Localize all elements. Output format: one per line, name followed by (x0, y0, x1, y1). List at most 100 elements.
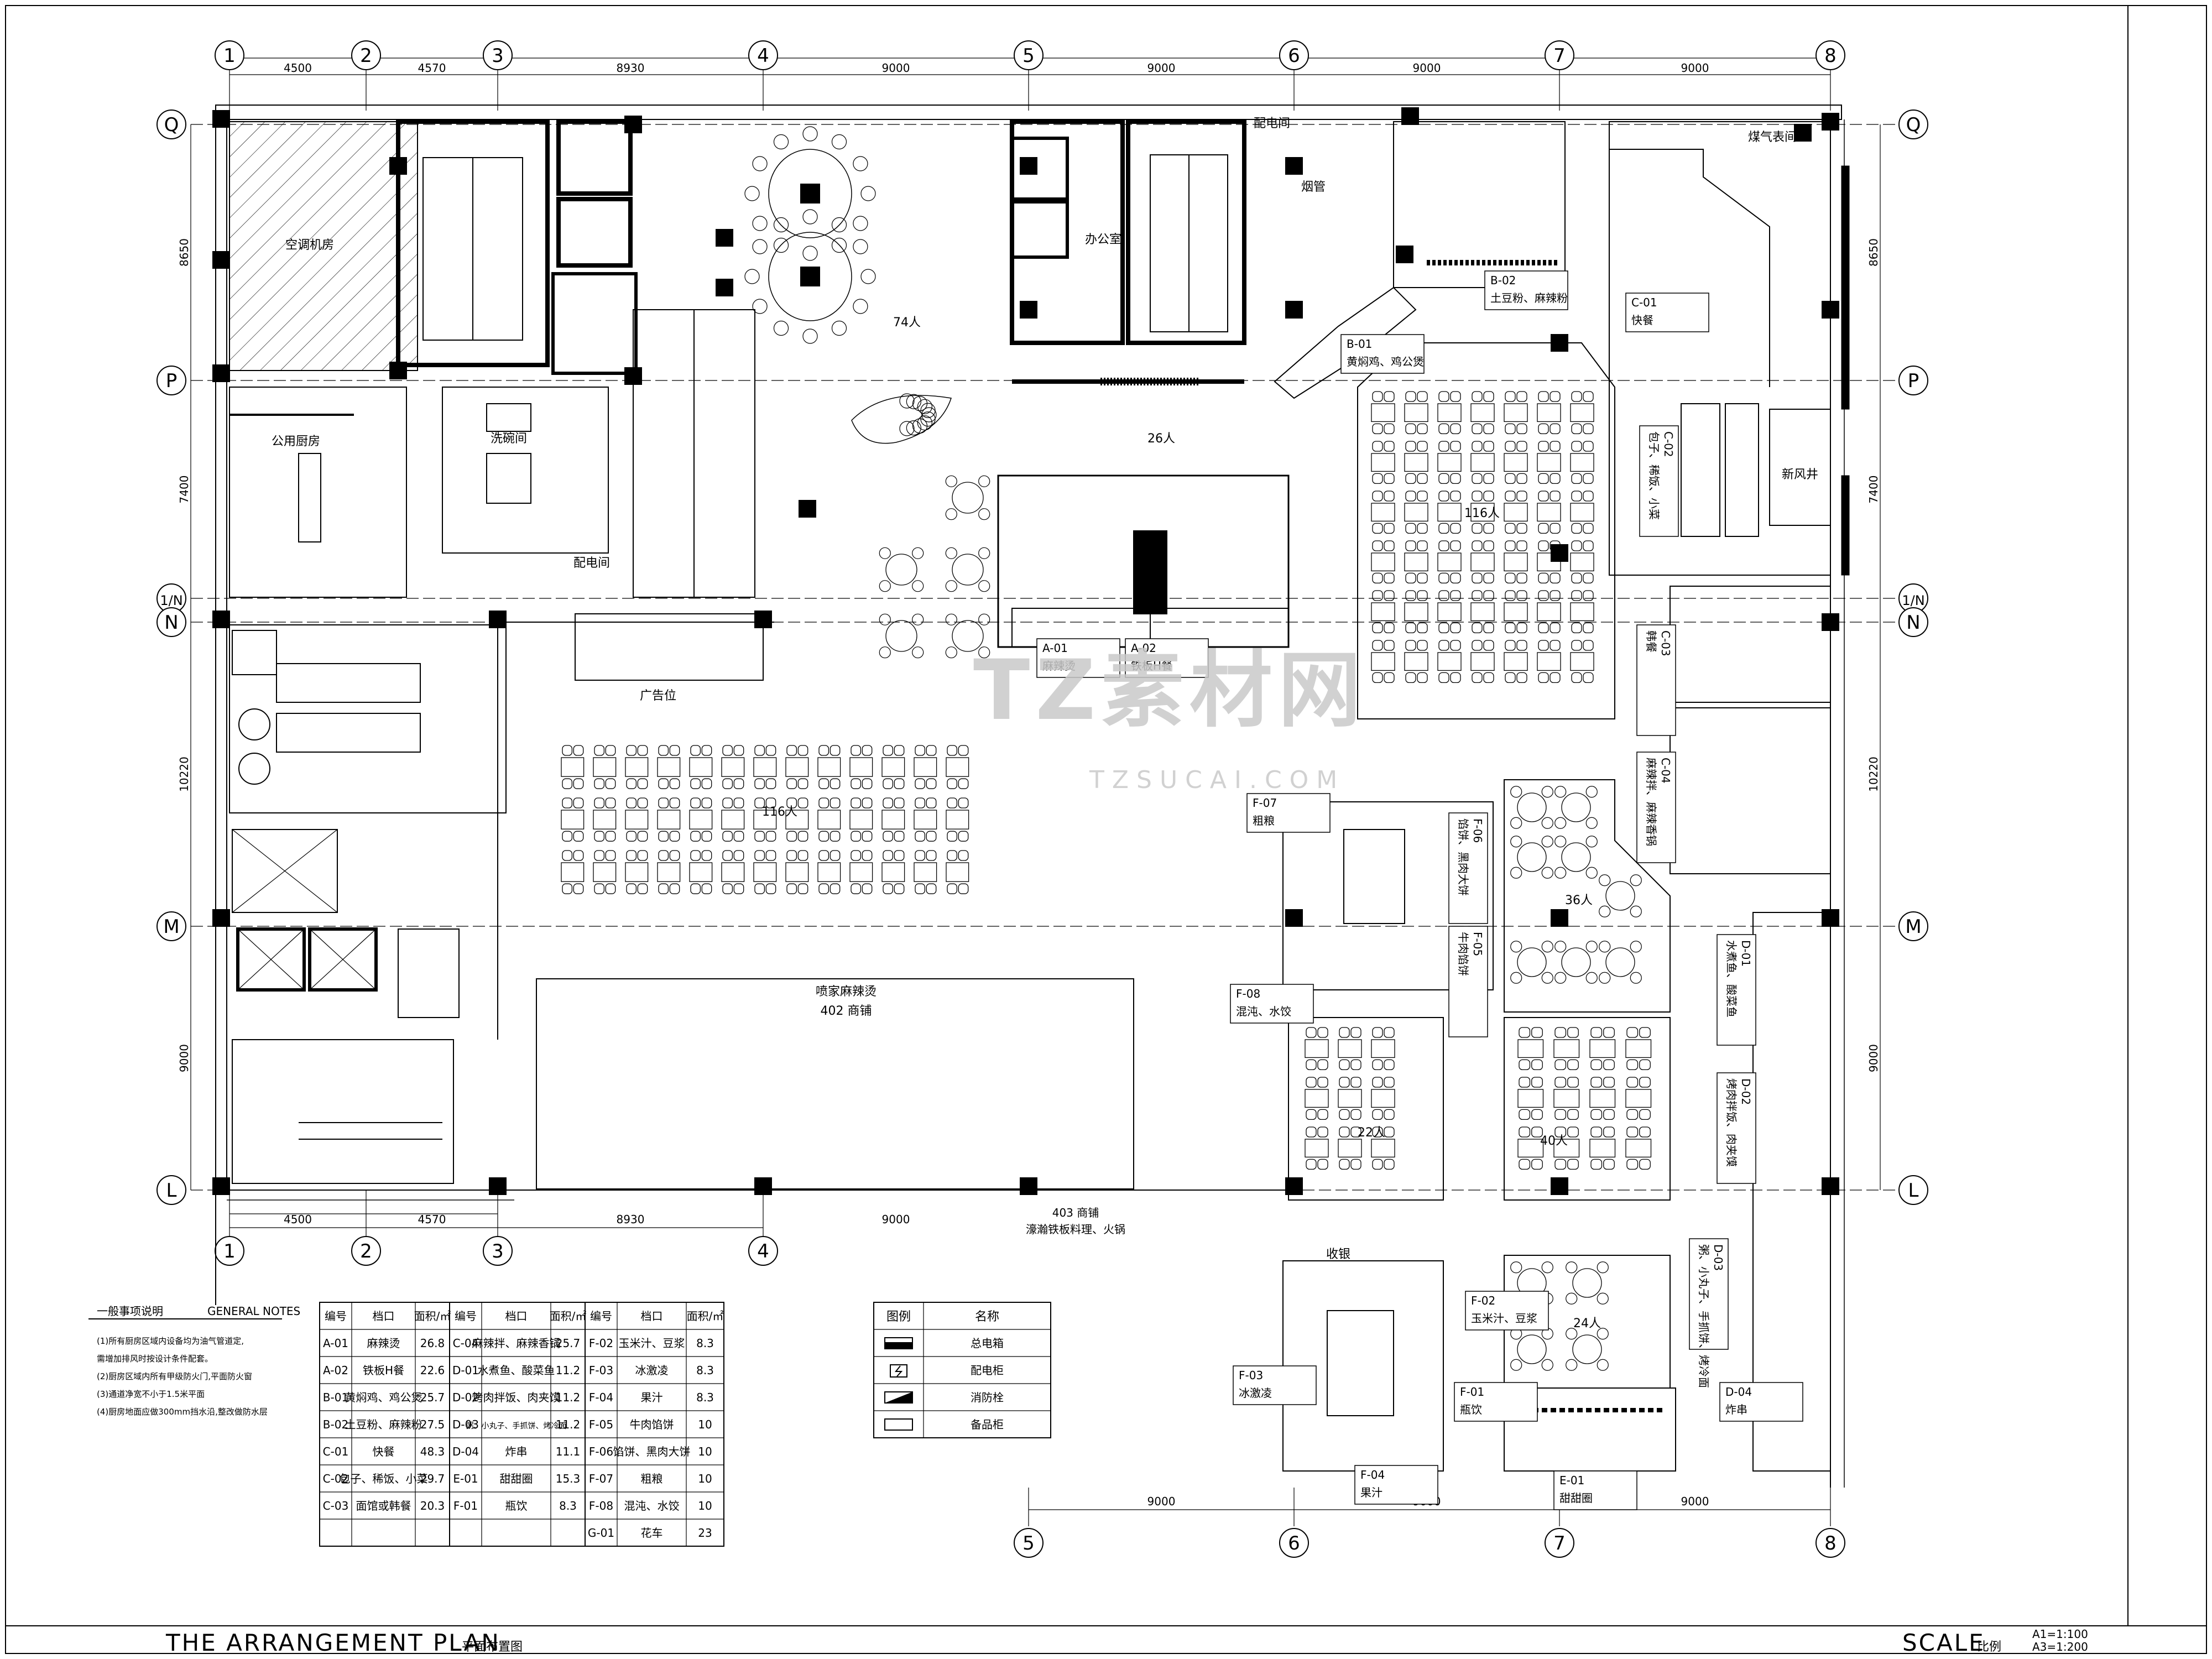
chair (1531, 1159, 1543, 1170)
table (1470, 453, 1495, 472)
chair (1384, 540, 1395, 551)
chair (1550, 572, 1561, 584)
round-chair (1630, 941, 1642, 953)
seat-count-40: 40人 (1540, 1134, 1568, 1148)
table-cell: 25.7 (420, 1391, 445, 1404)
stall-tag-name: 混沌、水饺 (1236, 1005, 1291, 1018)
axis-label-right: P (1908, 370, 1919, 392)
table (1504, 652, 1528, 671)
bar-chair (899, 421, 915, 436)
chair (1505, 391, 1516, 402)
axis-bubble-top (1279, 40, 1309, 70)
stall-tag-box (1625, 293, 1709, 332)
chair (1538, 473, 1549, 484)
chair (1519, 1027, 1531, 1038)
chair (958, 850, 969, 861)
chair (915, 850, 926, 861)
chair (1317, 1059, 1328, 1071)
table (1371, 552, 1395, 572)
chair (765, 778, 776, 789)
column (1285, 157, 1303, 175)
chair (594, 883, 605, 894)
chair (637, 745, 648, 756)
table (689, 810, 713, 830)
round-table (1605, 947, 1635, 977)
chair (733, 883, 744, 894)
table (1437, 403, 1462, 422)
chair (1450, 423, 1461, 435)
round-chair (945, 508, 957, 520)
chair (786, 778, 797, 789)
oval-table (768, 149, 852, 238)
table (1404, 453, 1428, 472)
table-cell: 果汁 (641, 1391, 663, 1404)
table-cell: 包子、稀饭、小菜 (340, 1472, 428, 1485)
stall-tag-code: F-07 (1253, 796, 1277, 810)
chair (786, 745, 797, 756)
stall-tag-code: D-02 (1739, 1078, 1752, 1105)
chair (915, 831, 926, 842)
chair (1483, 473, 1494, 484)
chair (883, 778, 894, 789)
table (946, 757, 969, 777)
chair (658, 831, 669, 842)
oval-chair (853, 299, 868, 314)
chair (1567, 1059, 1579, 1071)
chair (573, 883, 584, 894)
table (817, 862, 841, 882)
round-chair (945, 547, 957, 559)
oval-chair (831, 320, 847, 336)
chair (1505, 672, 1516, 684)
chair (1554, 1027, 1567, 1038)
chair (862, 883, 873, 894)
table (849, 810, 873, 830)
chair (1472, 672, 1483, 684)
chair (1417, 590, 1428, 601)
chair (883, 797, 894, 808)
round-table (1572, 1334, 1602, 1364)
oval-chair (752, 239, 768, 254)
chair (1583, 441, 1594, 452)
chair (1483, 491, 1494, 502)
chair (1350, 1059, 1361, 1071)
round-table (1517, 1334, 1547, 1364)
stall-tag-name: 韩餐 (1645, 630, 1658, 653)
round-chair (1554, 817, 1567, 829)
column (1020, 1177, 1037, 1195)
chair (1583, 672, 1594, 684)
ad-space-label: 广告位 (640, 689, 676, 703)
legend-item-label: 消防栓 (971, 1391, 1004, 1404)
table (1537, 602, 1561, 622)
chair (1516, 423, 1527, 435)
footer-scale-a1: A1=1:100 (2032, 1627, 2088, 1641)
chair (1472, 590, 1483, 601)
chair (1571, 540, 1582, 551)
table-cell: F-06 (589, 1445, 613, 1458)
chair (690, 797, 701, 808)
chair (1505, 590, 1516, 601)
chair (926, 745, 937, 756)
chair (1567, 1109, 1579, 1120)
chair (1603, 1077, 1615, 1088)
column (799, 500, 816, 518)
table (1470, 503, 1495, 522)
table (1517, 1139, 1544, 1158)
chair (1571, 523, 1582, 534)
axis-bubble-left (156, 366, 186, 395)
chair (1516, 640, 1527, 651)
chair (669, 850, 680, 861)
chair (1438, 523, 1449, 534)
chair (605, 745, 616, 756)
round-chair (945, 475, 957, 487)
chair (1571, 473, 1582, 484)
axis-bubble-top (1815, 40, 1845, 70)
note-line: (4)厨房地面应做300mm挡水沿,整改做防水层 (97, 1407, 268, 1417)
table-header-cell: 面积/㎡ (550, 1310, 587, 1323)
chair (1384, 1159, 1395, 1170)
elec-room-2-label: 配电间 (1254, 117, 1290, 131)
chair (797, 850, 808, 861)
table (1437, 602, 1462, 622)
dim-top: 9000 (882, 61, 910, 75)
chair (1626, 1027, 1639, 1038)
chair (947, 831, 958, 842)
